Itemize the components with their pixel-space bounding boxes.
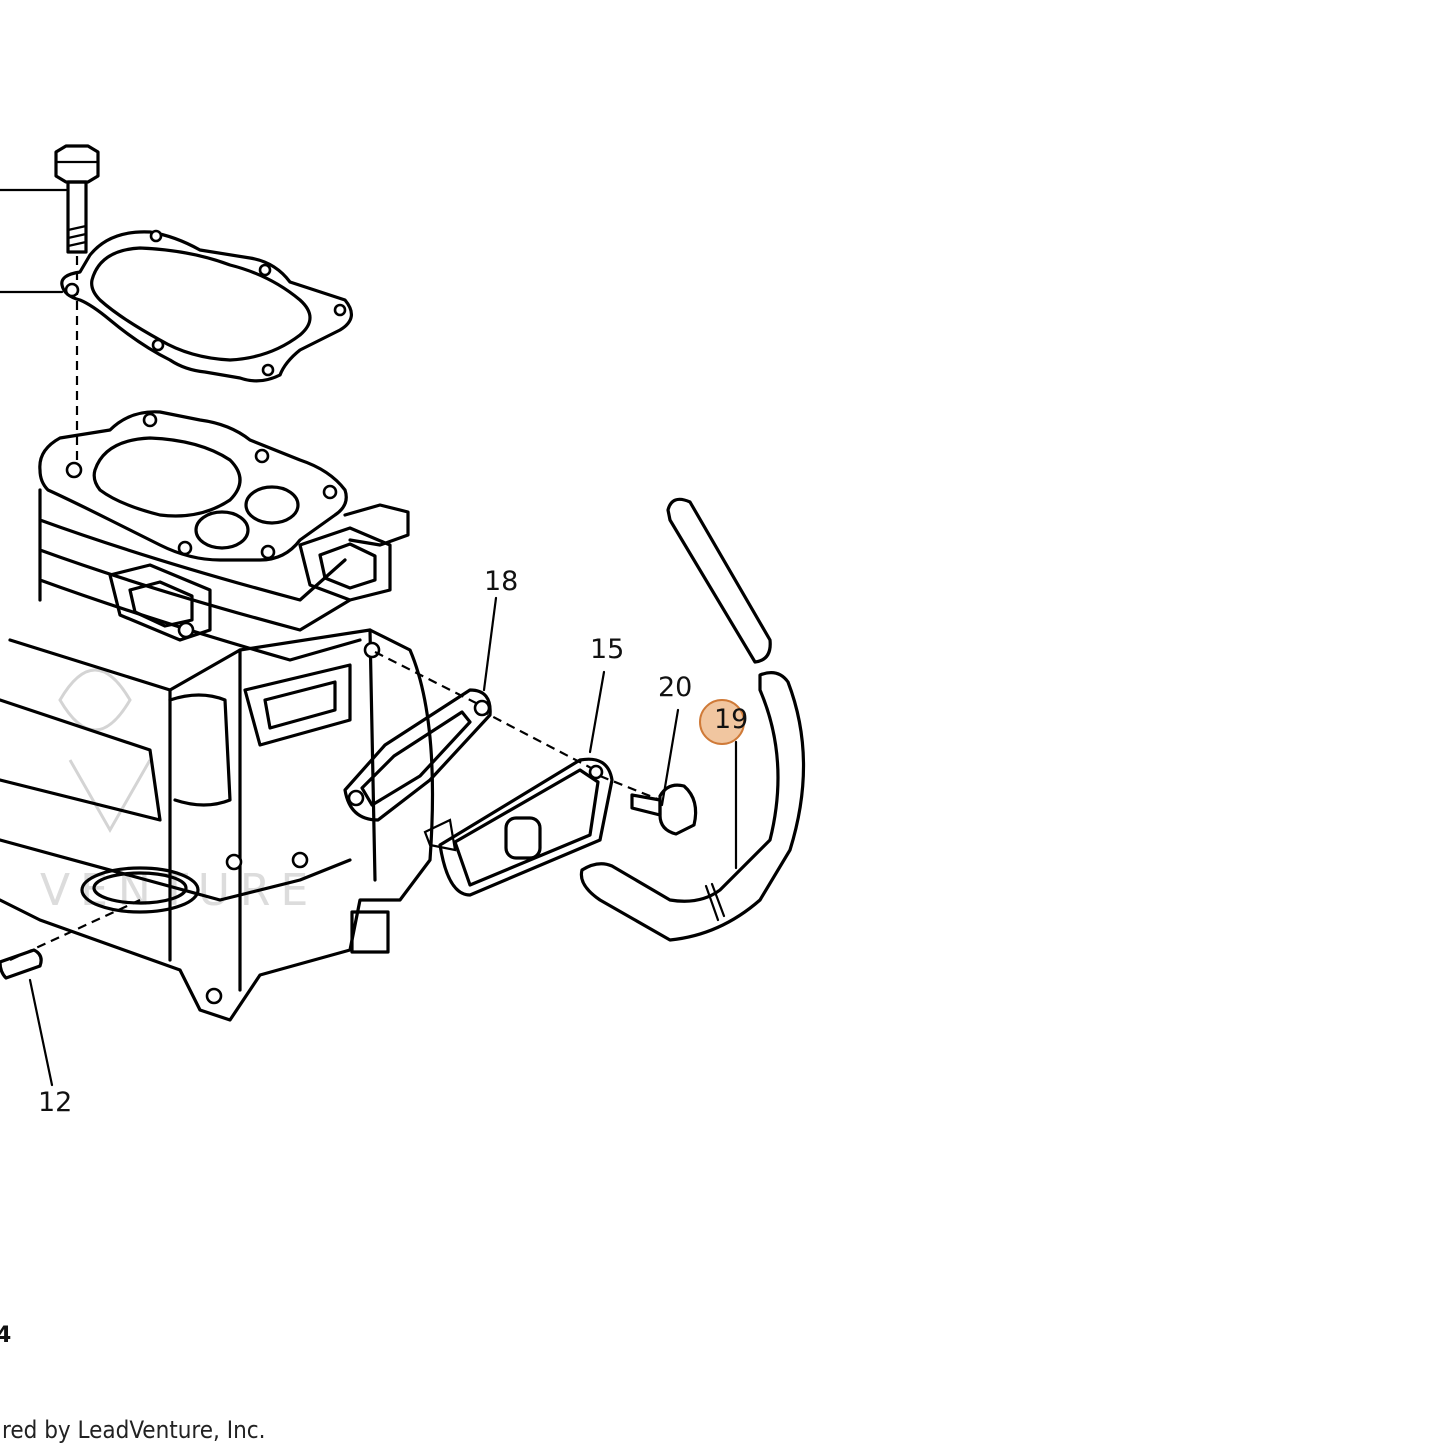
dowel-pin[interactable] — [0, 948, 43, 980]
callout-12[interactable]: 12 — [38, 1087, 72, 1118]
breather-screw[interactable] — [630, 783, 698, 836]
head-gasket[interactable] — [60, 229, 353, 383]
left-leaders — [0, 188, 68, 294]
cylinder-block[interactable] — [0, 410, 435, 1022]
highlight-ring — [699, 699, 745, 745]
callout-20[interactable]: 20 — [658, 672, 692, 703]
callout-19[interactable]: 19 — [714, 704, 748, 735]
breather-gasket[interactable] — [343, 688, 492, 822]
edge-fragment: 4 — [0, 1323, 11, 1348]
breather-cover[interactable] — [423, 757, 614, 897]
callout-18[interactable]: 18 — [484, 566, 518, 597]
breather-hose[interactable] — [579, 497, 806, 942]
footer-credit: red by LeadVenture, Inc. — [2, 1416, 266, 1444]
callout-leaders — [28, 596, 738, 1087]
callout-15[interactable]: 15 — [590, 634, 624, 665]
